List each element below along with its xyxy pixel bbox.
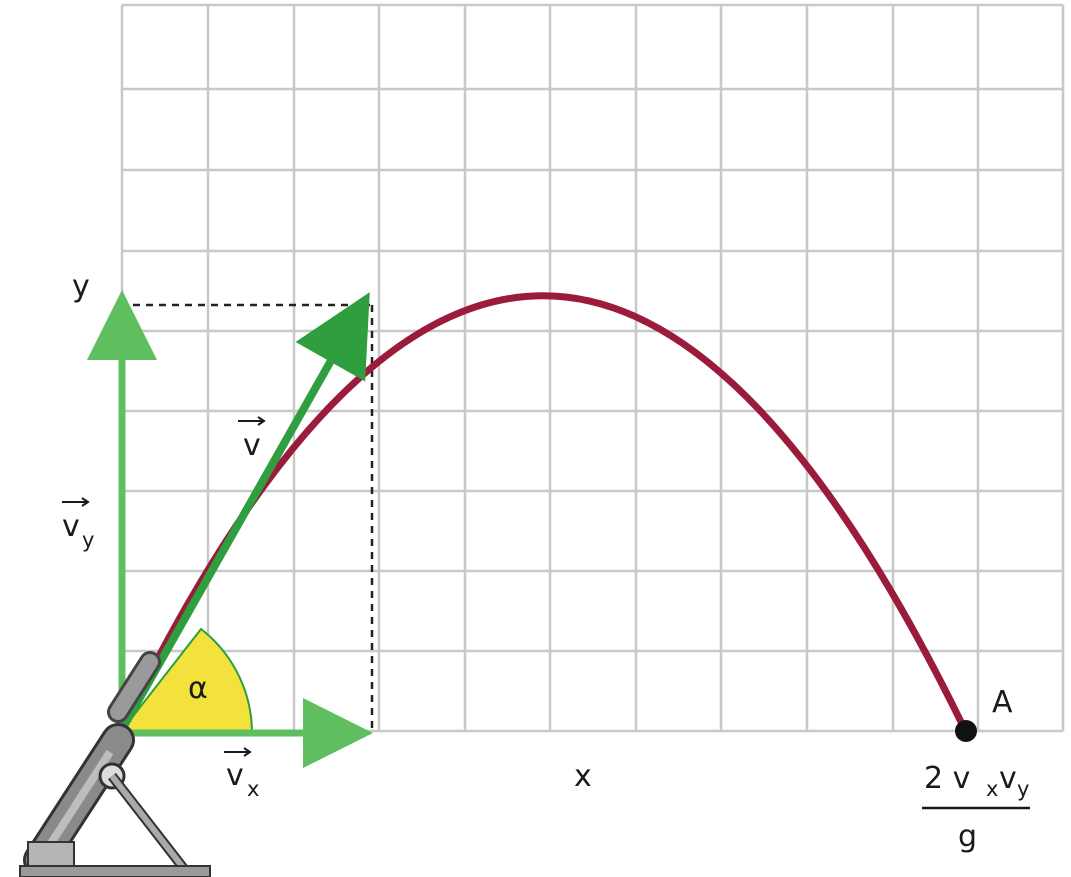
velocity-x-label-text: v <box>226 758 244 793</box>
range-formula-coef: 2 v <box>924 761 970 796</box>
background-grid <box>120 3 1065 733</box>
range-formula-denominator: g <box>958 819 977 854</box>
range-formula-sub2: y <box>1017 777 1029 801</box>
landing-point-label: A <box>992 685 1013 720</box>
velocity-y-label: v y <box>62 497 94 552</box>
velocity-x-label: v x <box>224 747 259 801</box>
angle-alpha-label: α <box>188 671 208 706</box>
y-axis-label: y <box>72 269 90 304</box>
mortar-cannon-icon <box>19 651 211 877</box>
range-formula-mid: v <box>999 761 1017 796</box>
velocity-y-label-text: v <box>62 509 80 544</box>
velocity-label-text: v <box>243 428 261 463</box>
x-axis-label: x <box>574 759 592 794</box>
range-formula-sub1: x <box>986 777 998 801</box>
velocity-x-label-sub: x <box>247 777 259 801</box>
velocity-y-label-sub: y <box>82 528 94 552</box>
velocity-label: v <box>238 416 266 463</box>
landing-point-a <box>955 720 977 742</box>
range-formula: 2 v x v y g <box>922 761 1030 854</box>
angle-alpha-arc <box>117 627 254 734</box>
